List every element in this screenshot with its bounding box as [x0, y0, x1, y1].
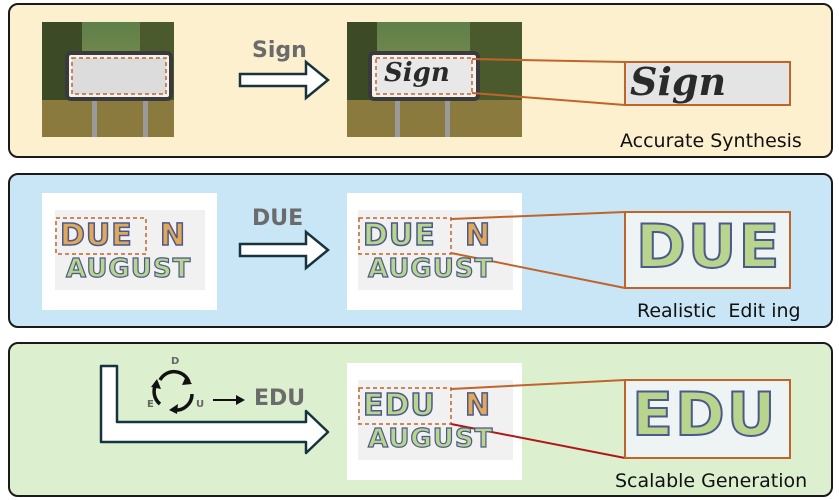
input-text-label-2: DUE [252, 206, 304, 231]
input-text-label-1: Sign [252, 38, 307, 63]
poster-tail-2-out: N [464, 217, 492, 254]
poster-tail-3-out: N [464, 387, 492, 424]
poster-august-2-in: AUGUST [65, 253, 192, 284]
poster-word-3-zoom: EDU [631, 379, 778, 451]
caption-scalable-generation: Scalable Generation [615, 470, 808, 492]
caption-realistic-editing: Realistic Edit ing [637, 300, 801, 322]
arrow-3 [99, 364, 330, 455]
small-arrow [213, 395, 245, 405]
poster-august-2-out: AUGUST [367, 253, 494, 284]
sign-text-small: Sign [384, 58, 450, 88]
photo-output [347, 22, 522, 137]
input-text-label-3: EDU [254, 386, 306, 411]
poster-tail-2-in: N [159, 217, 187, 254]
photo-input [42, 22, 174, 137]
cycle-letter-e: E [147, 399, 154, 410]
poster-input-2 [42, 193, 217, 310]
cycle-letter-d: D [171, 356, 180, 367]
cycle-letter-u: U [196, 399, 205, 410]
caption-accurate-synthesis: Accurate Synthesis [620, 130, 802, 152]
zoom-connector-1 [471, 58, 791, 106]
zoom-connector-2 [450, 211, 791, 289]
poster-word-2-in: DUE [59, 217, 133, 254]
poster-output-2 [347, 193, 522, 310]
arrow-2 [238, 229, 330, 271]
poster-word-3-out: EDU [362, 387, 436, 424]
sign-text-zoom: Sign [630, 59, 727, 104]
poster-word-2-zoom: DUE [635, 211, 782, 283]
poster-output-3 [347, 363, 522, 480]
cycle-icon [151, 369, 194, 414]
zoom-connector-3 [450, 379, 791, 459]
poster-word-2-out: DUE [362, 217, 436, 254]
arrow-1 [238, 59, 330, 101]
poster-august-3-out: AUGUST [367, 423, 494, 454]
